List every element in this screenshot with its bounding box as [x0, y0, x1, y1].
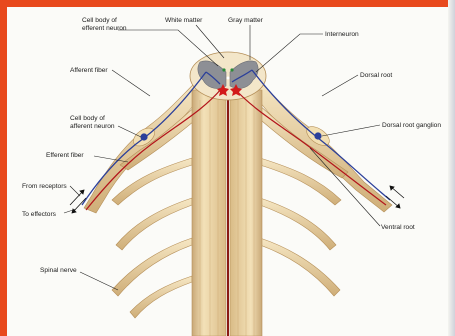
label-spinal-nerve: Spinal nerve: [40, 267, 77, 274]
label-dorsal-root-ganglion: Dorsal root ganglion: [382, 122, 441, 129]
label-white-matter: White matter: [165, 17, 203, 24]
afferent-cell-body-left: [140, 133, 147, 140]
spinal-cord: [190, 52, 266, 336]
label-cell-body-efferent: Cell body of: [82, 17, 117, 24]
label-gray-matter: Gray matter: [228, 17, 264, 24]
label-from-receptors: From receptors: [22, 183, 67, 190]
left-upper-nerve: [84, 78, 206, 213]
label-afferent-fiber: Afferent fiber: [70, 67, 108, 74]
label-dorsal-root: Dorsal root: [360, 72, 392, 79]
left-spinal-nerves: [112, 158, 192, 318]
label-cell-body-afferent-2: afferent neuron: [70, 123, 115, 130]
label-ventral-root: Ventral root: [381, 224, 415, 231]
label-to-effectors: To effectors: [22, 211, 57, 218]
label-interneuron: Interneuron: [325, 31, 359, 38]
label-cell-body-afferent: Cell body of: [70, 115, 105, 122]
label-cell-body-efferent-2: efferent neuron: [82, 25, 127, 32]
afferent-cell-body-right: [314, 132, 321, 139]
interneuron-left: [222, 68, 225, 71]
label-efferent-fiber: Efferent fiber: [46, 152, 84, 159]
interneuron-right: [230, 68, 233, 71]
right-spinal-nerves: [260, 158, 341, 296]
